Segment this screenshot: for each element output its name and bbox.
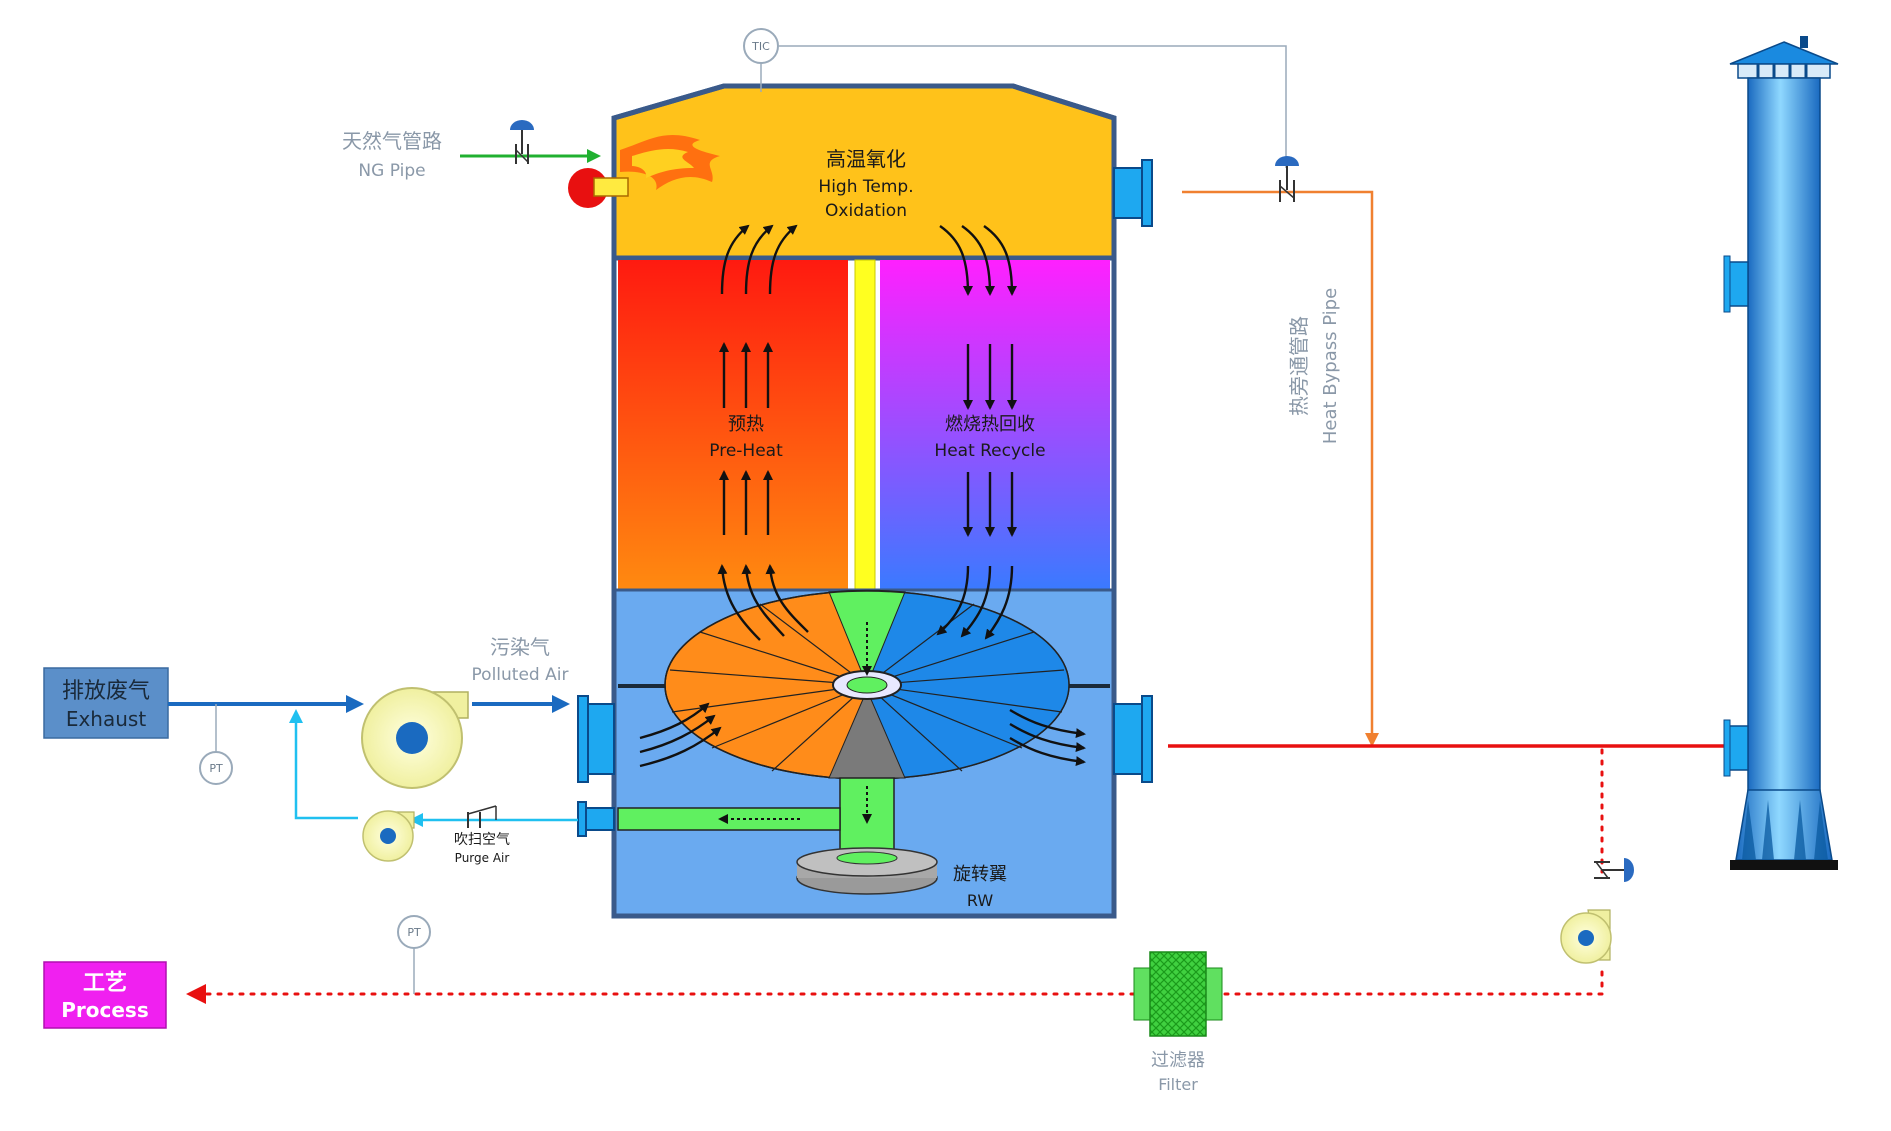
purge-valve-icon — [467, 805, 497, 828]
flow-arrows-inlet — [639, 702, 722, 768]
tic-label: TIC — [751, 40, 770, 53]
bypass-label-zh: 热旁通管路 — [1287, 316, 1311, 416]
heat-recycle-bed — [880, 260, 1110, 590]
rw-label-zh: 旋转翼 — [953, 864, 1007, 885]
oxidation-label-en2: Oxidation — [825, 201, 907, 221]
tic-instrument — [743, 28, 779, 64]
pt-exhaust: PT — [199, 704, 233, 785]
preheat-label-en: Pre-Heat — [709, 441, 783, 461]
exhaust-label-en: Exhaust — [66, 707, 147, 731]
pt-exhaust-label: PT — [209, 762, 223, 775]
burner — [568, 134, 720, 208]
vessel-nozzles — [577, 159, 1153, 837]
exhaust-label-zh: 排放废气 — [62, 679, 150, 704]
purge-label-zh: 吹扫空气 — [454, 832, 510, 848]
recycle-label-en: Heat Recycle — [934, 441, 1045, 461]
exhaust-box — [43, 667, 169, 739]
rw-label-en: RW — [967, 891, 993, 910]
purge-label-en: Purge Air — [455, 851, 510, 865]
ng-valve-icon — [510, 120, 534, 164]
ng-pipe-label-en: NG Pipe — [358, 161, 425, 181]
bypass-label-en: Heat Bypass Pipe — [1320, 288, 1341, 444]
ng-pipe-label-zh: 天然气管路 — [342, 129, 442, 153]
polluted-label-zh: 污染气 — [490, 635, 550, 659]
exhaust-source: 排放废气 Exhaust — [43, 667, 169, 739]
pt-process-label: PT — [407, 926, 421, 939]
filter-icon — [1149, 951, 1207, 1037]
ng-pipe — [460, 120, 601, 164]
exhaust-stack — [1723, 36, 1839, 870]
process-label-zh: 工艺 — [83, 970, 127, 996]
rotary-wing-rotor — [664, 589, 1070, 780]
filter: 过滤器 Filter — [1133, 951, 1223, 1094]
oxidation-label-en1: High Temp. — [818, 177, 913, 197]
process-label-en: Process — [61, 998, 149, 1022]
main-fan-icon — [396, 722, 428, 754]
process-destination: 工艺 Process — [43, 961, 167, 1029]
rotor-shaft — [796, 777, 938, 895]
main-fan — [361, 687, 469, 789]
filter-label-zh: 过滤器 — [1151, 1050, 1205, 1071]
purge-fan — [362, 810, 415, 862]
purge-duct — [617, 807, 841, 831]
recirc-fan — [1560, 909, 1612, 964]
purge-air-loop: 吹扫空气 Purge Air — [289, 709, 578, 865]
flow-arrows-outlet — [1009, 708, 1086, 767]
purge-fan-icon — [380, 828, 396, 844]
heat-bypass-pipe: 热旁通管路 Heat Bypass Pipe — [1182, 156, 1379, 747]
preheat-bed — [618, 260, 848, 590]
oxidation-label-zh: 高温氧化 — [826, 147, 906, 171]
filter-label-en: Filter — [1158, 1075, 1198, 1094]
polluted-label-en: Polluted Air — [472, 665, 569, 685]
recirc-fan-icon — [1578, 930, 1594, 946]
bypass-valve-icon — [1275, 156, 1299, 202]
preheat-label-zh: 预热 — [728, 414, 764, 435]
process-recirc-line — [186, 748, 1634, 1004]
tic-loop: TIC — [743, 28, 1287, 168]
process-box — [43, 961, 167, 1029]
flow-arrows-preheat — [717, 224, 809, 641]
flow-arrows-recycle — [936, 225, 1017, 640]
pt-process: PT — [397, 915, 431, 994]
recycle-label-zh: 燃烧热回收 — [945, 414, 1035, 435]
recirc-valve-icon — [1594, 858, 1634, 882]
bed-divider — [854, 259, 876, 591]
